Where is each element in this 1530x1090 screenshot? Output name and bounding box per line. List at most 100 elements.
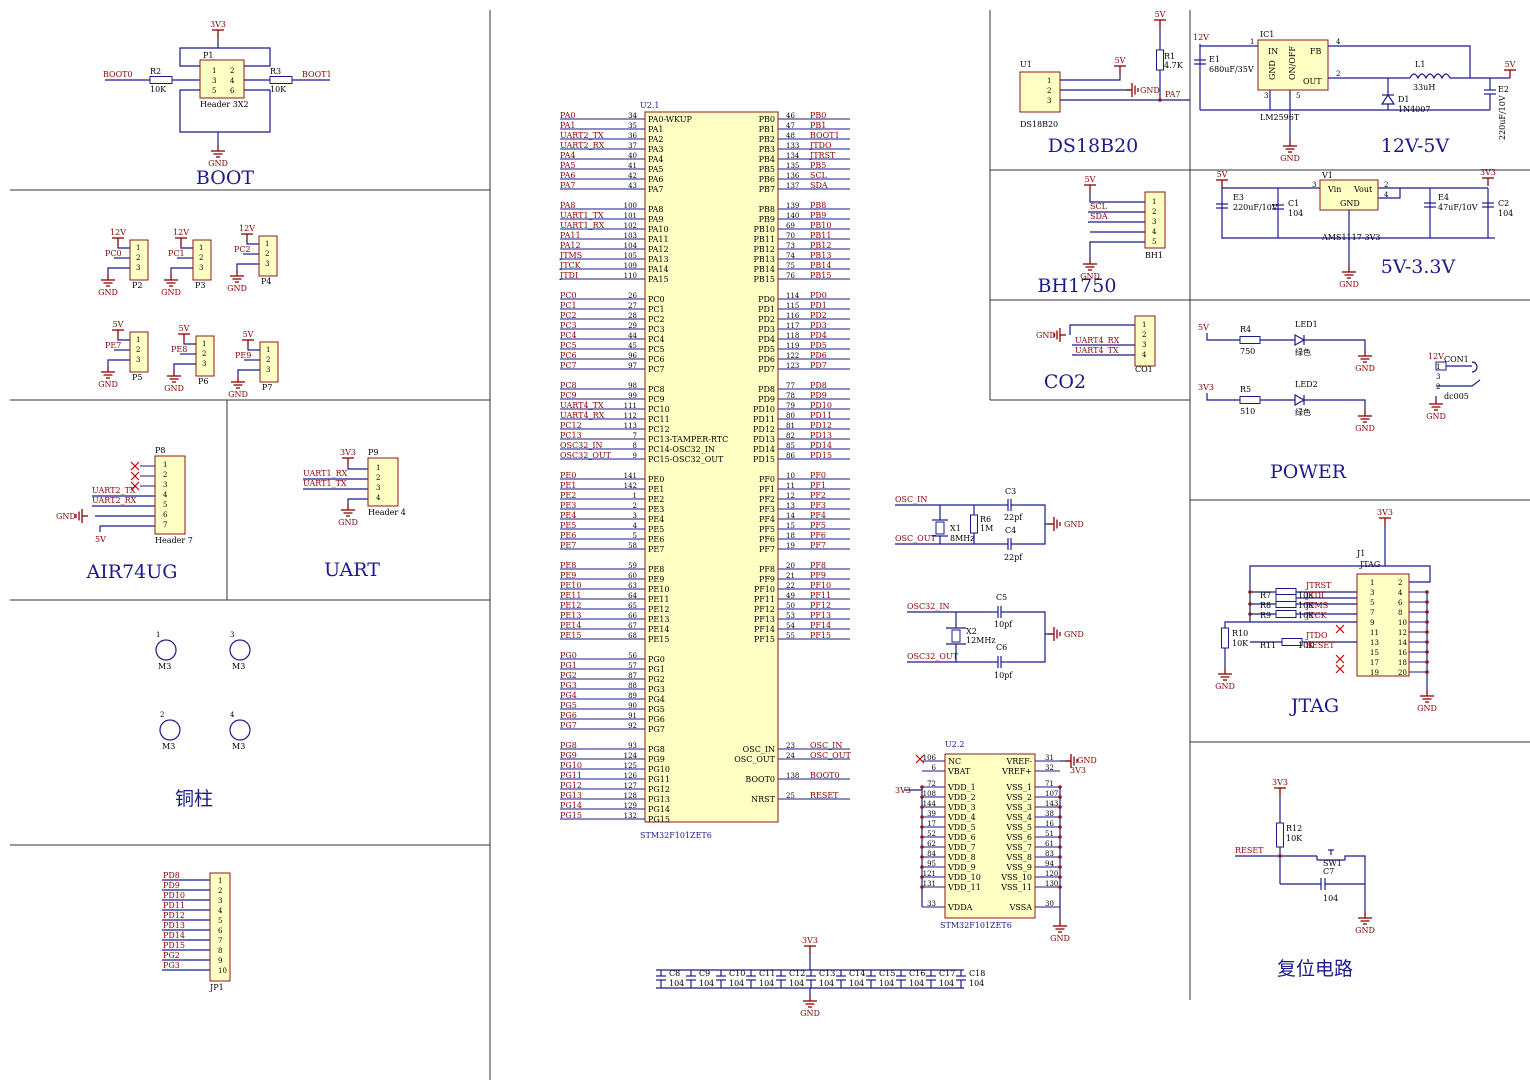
mcu-pin-name: PD5	[758, 345, 775, 354]
mcu-net-label: PD0	[810, 291, 827, 300]
mcu-net-label: PF14	[810, 621, 831, 630]
mcu-pin-number: 132	[624, 812, 637, 820]
pin-number: 3	[1142, 341, 1146, 349]
pin-name: VSS_7	[1005, 843, 1032, 852]
mcu-pin-name: PE10	[648, 585, 669, 594]
pin-number: 2	[230, 67, 234, 75]
mcu-net-label: PG4	[560, 691, 577, 700]
pin-number: 6	[1398, 599, 1403, 607]
mcu-pin-number: 7	[633, 432, 637, 440]
junction-dot	[1248, 612, 1252, 616]
mcu-pin-number: 37	[628, 142, 637, 150]
mcu-pin-number: 23	[786, 742, 795, 750]
mcu-pin-number: 45	[628, 342, 637, 350]
mcu-pin-number: 86	[786, 452, 795, 460]
junction-dot	[920, 805, 924, 809]
pin-number: 39	[927, 810, 936, 818]
mcu-net-label: PB0	[810, 111, 826, 120]
p1-designator: P1	[203, 51, 213, 60]
decoupling-cap-designator: C9	[699, 969, 710, 978]
pin-number: 16	[1398, 649, 1407, 657]
pin-number: 5	[1152, 238, 1156, 246]
pin-number: 51	[1045, 830, 1054, 838]
jtdi-net-label: JTDI	[1305, 591, 1324, 600]
mcu-pin-name: PD0	[758, 295, 775, 304]
pin-number: 6	[230, 87, 235, 95]
mcu-pin-name: PB6	[759, 175, 775, 184]
mcu-net-label: PC2	[560, 311, 577, 320]
v1-designator: V1	[1321, 171, 1333, 180]
mcu-pin-number: 65	[628, 602, 637, 610]
r2-designator: R2	[150, 67, 161, 76]
mcu-net-label: OSC_IN	[810, 741, 842, 750]
bh1-designator: BH1	[1145, 251, 1163, 260]
pin-number: 1	[212, 67, 216, 75]
junction-dot	[1425, 590, 1429, 594]
header-3pin	[195, 335, 215, 377]
mcu-net-label: PD5	[810, 341, 827, 350]
mcu-pin-name: PG9	[648, 755, 665, 764]
c6-value: 10pf	[994, 671, 1013, 680]
mcu-net-label: PD1	[810, 301, 827, 310]
mcu-net-label: PF13	[810, 611, 831, 620]
jp1-net-label: PD14	[163, 931, 185, 940]
mcu-pin-name: PB4	[759, 155, 775, 164]
power-symbol	[1084, 184, 1096, 193]
section-title-co2: CO2	[1044, 371, 1086, 393]
pin-number: 2	[136, 254, 140, 262]
mcu-pin-name: PD9	[758, 395, 775, 404]
mcu-pin-name: PA9	[648, 215, 664, 224]
mcu-pin-number: 18	[786, 532, 795, 540]
ground-symbol	[1342, 266, 1356, 279]
mcu-net-label: PD6	[810, 351, 827, 360]
led-symbol	[1294, 333, 1306, 347]
mcu-net-label: PC12	[560, 421, 582, 430]
mcu-pin-name: PD3	[758, 325, 775, 334]
power-net-label: 5V	[113, 320, 124, 329]
ic1-pin-name: FB	[1310, 47, 1322, 56]
mcu-pin-name: PG14	[648, 805, 670, 814]
mcu-pin-name: PF1	[759, 485, 775, 494]
ground-symbol	[1083, 258, 1097, 271]
section-title-ds18b20: DS18B20	[1048, 135, 1139, 157]
pin-number: 33	[927, 900, 936, 908]
gnd-net-label: GND	[227, 284, 247, 293]
mcu-pin-number: 24	[786, 752, 795, 760]
no-connect-mark	[130, 481, 140, 491]
r11-value: 10K	[1298, 641, 1315, 650]
pin-number: 3	[163, 481, 167, 489]
mcu-pin-name: PF11	[754, 595, 775, 604]
mcu-net-label: PG13	[560, 791, 582, 800]
pin-number: 62	[927, 840, 936, 848]
resistor	[970, 514, 978, 534]
wire	[179, 89, 271, 133]
mcu-net-label: PD14	[810, 441, 832, 450]
mcu-pin-name: PE5	[648, 525, 664, 534]
power-symbol	[1114, 65, 1126, 74]
mcu-pin-number: 78	[786, 392, 795, 400]
pin-number: 3	[202, 360, 206, 368]
junction-dot	[920, 875, 924, 879]
mcu-pin-number: 55	[786, 632, 795, 640]
mcu-net-label: UART1_TX	[560, 211, 604, 220]
mcu-pin-number: 19	[786, 542, 795, 550]
signal-net-label: PC1	[168, 249, 185, 258]
power-symbol	[1154, 19, 1166, 28]
wire	[1304, 399, 1366, 410]
uart4-rx-net-label: UART4_RX	[1075, 336, 1120, 345]
mcu-net-label: BOOT0	[810, 771, 840, 780]
led-symbol	[1294, 393, 1306, 407]
mcu-net-label: PE13	[560, 611, 581, 620]
v1-pin-name: GND	[1340, 199, 1360, 208]
wire	[180, 246, 193, 249]
mounting-hole	[229, 719, 251, 741]
mcu-pin-number: 28	[628, 312, 637, 320]
decoupling-cap-designator: C10	[729, 969, 745, 978]
mcu-pin-number: 53	[786, 612, 795, 620]
wire	[1019, 504, 1046, 545]
gnd-net-label: GND	[164, 384, 184, 393]
jp1-net-label: PD15	[163, 941, 185, 950]
pin-number: 2	[1152, 208, 1156, 216]
wire	[117, 246, 130, 249]
pin-number: 3	[1370, 589, 1374, 597]
